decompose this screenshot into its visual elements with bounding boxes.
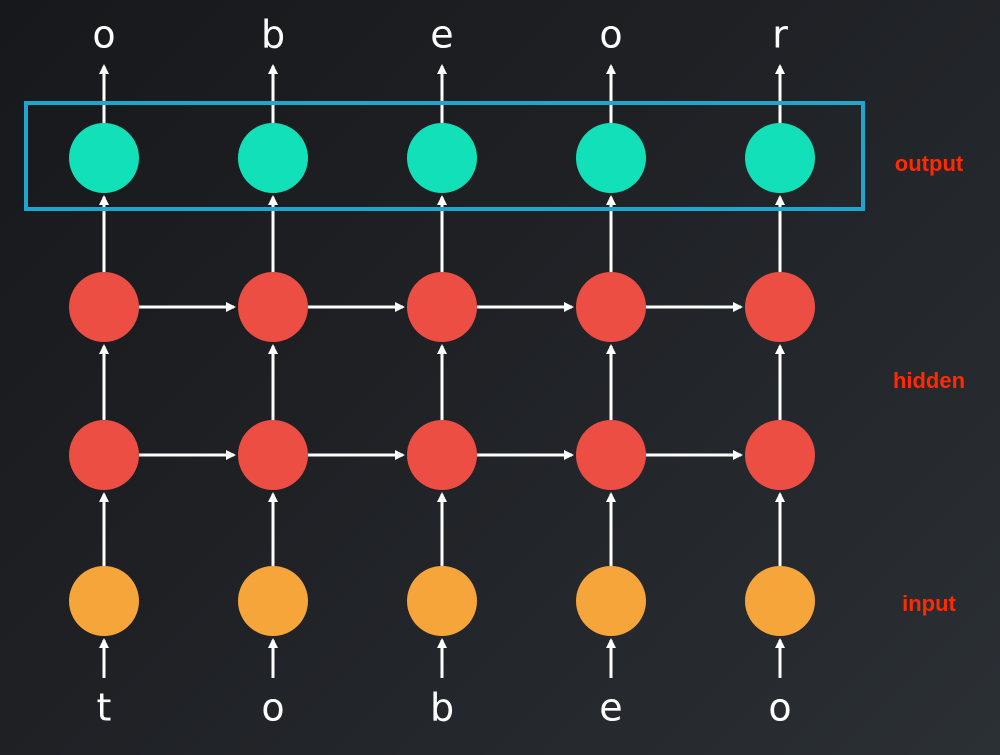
output-char: r xyxy=(772,13,788,57)
input-char: o xyxy=(261,686,284,730)
nodes-layer xyxy=(69,123,815,636)
hidden-node-top xyxy=(407,272,477,342)
output-label: output xyxy=(895,151,964,176)
output-node xyxy=(238,123,308,193)
input-char: t xyxy=(97,686,112,730)
arrows-layer xyxy=(99,64,785,678)
input-label: input xyxy=(902,591,956,616)
output-char: o xyxy=(599,13,622,57)
input-node xyxy=(238,566,308,636)
input-node xyxy=(69,566,139,636)
hidden-label: hidden xyxy=(893,368,965,393)
hidden-node-top xyxy=(69,272,139,342)
hidden-node-bottom xyxy=(576,420,646,490)
input-char: b xyxy=(430,686,454,730)
hidden-node-top xyxy=(576,272,646,342)
input-char: o xyxy=(768,686,791,730)
hidden-node-bottom xyxy=(745,420,815,490)
hidden-node-bottom xyxy=(238,420,308,490)
input-node xyxy=(745,566,815,636)
output-char: b xyxy=(261,13,285,57)
input-node xyxy=(576,566,646,636)
output-node xyxy=(69,123,139,193)
output-char: e xyxy=(430,13,453,57)
hidden-node-top xyxy=(745,272,815,342)
output-node xyxy=(407,123,477,193)
output-char: o xyxy=(92,13,115,57)
hidden-node-bottom xyxy=(69,420,139,490)
input-char: e xyxy=(599,686,622,730)
input-node xyxy=(407,566,477,636)
text-layer: o t b o e b o e r o xyxy=(92,13,791,730)
output-node xyxy=(745,123,815,193)
hidden-node-top xyxy=(238,272,308,342)
hidden-node-bottom xyxy=(407,420,477,490)
output-highlight-box xyxy=(24,101,865,211)
output-node xyxy=(576,123,646,193)
